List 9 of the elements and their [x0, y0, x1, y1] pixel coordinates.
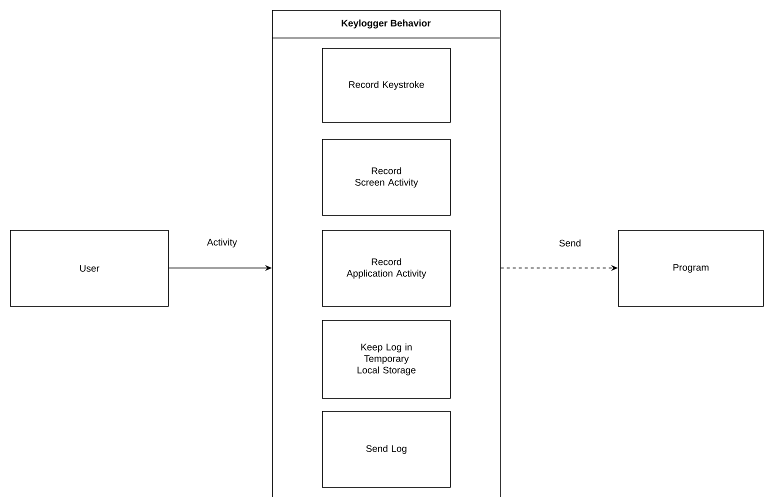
process-box: Send Log [322, 411, 451, 488]
process-box: Keep Log in Temporary Local Storage [322, 320, 451, 399]
process-box: Record Application Activity [322, 230, 451, 307]
process-box: Record Keystroke [322, 48, 451, 123]
process-box: User [10, 230, 169, 307]
process-box: Record Screen Activity [322, 139, 451, 216]
edge-label: Send [558, 238, 582, 248]
process-box: Program [618, 230, 764, 307]
edge-label: Activity [206, 238, 238, 248]
